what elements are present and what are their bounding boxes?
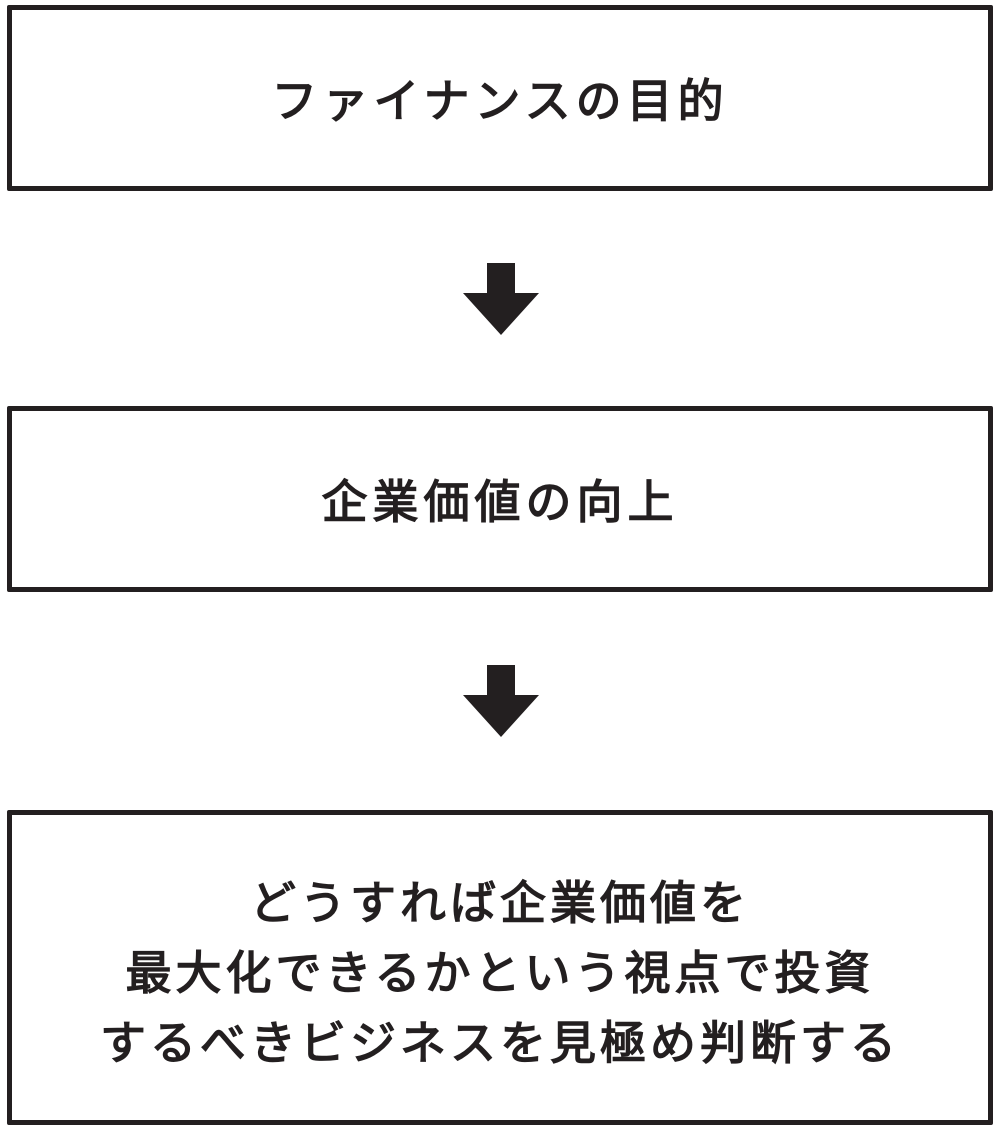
down-arrow-icon xyxy=(463,263,539,335)
flow-step-label: 企業価値の向上 xyxy=(321,475,679,529)
flow-step-text: どうすれば企業価値を 最大化できるかという視点で投資 するべきビジネスを見極め判… xyxy=(100,868,900,1078)
flow-step-approach: どうすれば企業価値を 最大化できるかという視点で投資 するべきビジネスを見極め判… xyxy=(7,810,993,1125)
flow-step-line: するべきビジネスを見極め判断する xyxy=(100,1015,900,1070)
flow-step-purpose: ファイナンスの目的 xyxy=(7,5,993,191)
flow-step-line: どうすれば企業価値を xyxy=(250,875,750,930)
flow-step-label: ファイナンスの目的 xyxy=(271,74,729,128)
flow-step-goal: 企業価値の向上 xyxy=(7,406,993,592)
down-arrow-icon xyxy=(463,665,539,737)
flow-step-line: 最大化できるかという視点で投資 xyxy=(125,945,875,1000)
